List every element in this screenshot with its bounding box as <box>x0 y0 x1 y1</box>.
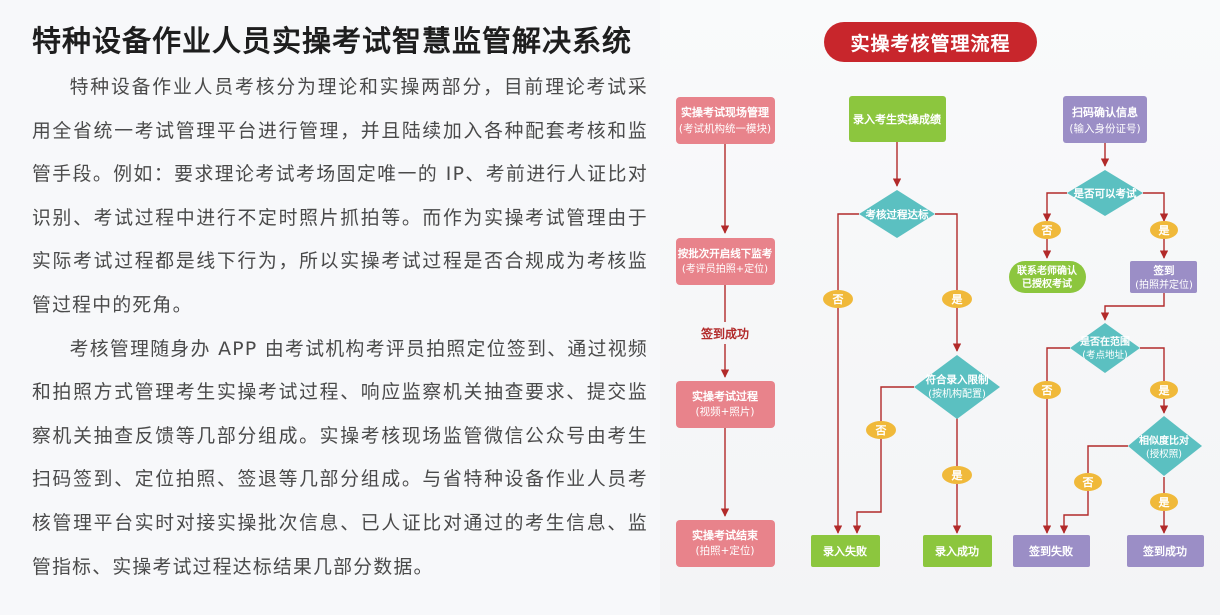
node-entry-success: 录入成功 <box>923 535 992 567</box>
svg-text:否: 否 <box>1041 384 1053 397</box>
paragraph-2: 考核管理随身办 APP 由考试机构考评员拍照定位签到、通过视频和拍照方式管理考生… <box>32 338 648 578</box>
label-yes-mid-2: 是 <box>942 466 972 484</box>
edge-mid-yes1 <box>935 213 958 290</box>
svg-text:是: 是 <box>1158 384 1171 397</box>
article-body: 特种设备作业人员考核分为理论和实操两部分，目前理论考试采用全省统一考试管理平台进… <box>32 66 648 589</box>
node-signin-success: 签到成功 <box>1127 535 1204 567</box>
decision-in-range: 是否在范围 (考点地址) <box>1070 323 1140 373</box>
edge-right-no3b <box>1059 490 1089 534</box>
svg-text:(考评员拍照+定位): (考评员拍照+定位) <box>682 262 768 275</box>
svg-text:是: 是 <box>1158 496 1171 509</box>
svg-text:按批次开启线下监考: 按批次开启线下监考 <box>678 247 773 260</box>
svg-text:符合录入限制: 符合录入限制 <box>926 373 989 386</box>
svg-text:(按机构配置): (按机构配置) <box>928 387 986 400</box>
decision-similarity: 相似度比对 (授权照) <box>1128 416 1202 476</box>
svg-text:联系老师确认: 联系老师确认 <box>1017 264 1078 277</box>
svg-text:(授权照): (授权照) <box>1146 448 1182 460</box>
label-no-right-3: 否 <box>1074 473 1102 491</box>
edge-mid-no1 <box>837 213 859 290</box>
node-contact-teacher: 联系老师确认 已授权考试 <box>1009 261 1086 293</box>
svg-text:否: 否 <box>875 424 887 437</box>
svg-text:是: 是 <box>1158 224 1171 237</box>
paragraph-1: 特种设备作业人员考核分为理论和实操两部分，目前理论考试采用全省统一考试管理平台进… <box>32 77 648 316</box>
node-enter-scores: 录入考生实操成绩 <box>849 96 946 142</box>
svg-text:(拍照+定位): (拍照+定位) <box>696 544 755 557</box>
svg-text:实操考试现场管理: 实操考试现场管理 <box>681 105 769 119</box>
svg-text:否: 否 <box>1041 224 1053 237</box>
node-scan-confirm: 扫码确认信息 (输入身份证号) <box>1063 96 1147 143</box>
flowchart-title: 实操考核管理流程 <box>824 22 1037 62</box>
svg-text:实操考试结束: 实操考试结束 <box>692 528 759 542</box>
svg-text:相似度比对: 相似度比对 <box>1139 434 1189 447</box>
node-exam-end: 实操考试结束 (拍照+定位) <box>676 520 775 567</box>
label-no-mid-1: 否 <box>823 290 853 308</box>
node-start-batch-proctor: 按批次开启线下监考 (考评员拍照+定位) <box>676 238 775 285</box>
label-yes-mid-1: 是 <box>942 290 972 308</box>
svg-text:签到成功: 签到成功 <box>1142 544 1187 558</box>
svg-text:录入考生实操成绩: 录入考生实操成绩 <box>853 112 941 126</box>
svg-text:(视频+照片): (视频+照片) <box>696 405 755 418</box>
node-onsite-management: 实操考试现场管理 (考试机构统一模块) <box>676 97 775 144</box>
svg-text:实操考试过程: 实操考试过程 <box>692 389 758 403</box>
label-no-mid-2: 否 <box>866 421 896 439</box>
svg-text:(输入身份证号): (输入身份证号) <box>1069 122 1140 135</box>
label-yes-right-2: 是 <box>1150 381 1178 399</box>
node-exam-process: 实操考试过程 (视频+照片) <box>676 381 775 428</box>
svg-text:(考点地址): (考点地址) <box>1082 349 1127 361</box>
edge-right-yes2 <box>1140 347 1165 381</box>
edge-right-no1 <box>1042 192 1067 222</box>
svg-text:(考试机构统一模块): (考试机构统一模块) <box>679 122 771 135</box>
flow-connectors <box>720 142 1169 534</box>
decision-can-take-exam: 是否可以考试 <box>1067 170 1143 216</box>
page-title: 特种设备作业人员实操考试智慧监管解决系统 <box>32 24 633 58</box>
svg-text:录入成功: 录入成功 <box>935 544 979 558</box>
svg-text:是否可以考试: 是否可以考试 <box>1073 187 1137 200</box>
edge-right-yes1 <box>1143 192 1169 222</box>
edge-mid-no2b <box>852 438 882 534</box>
svg-text:否: 否 <box>832 293 844 306</box>
svg-text:是: 是 <box>951 293 964 306</box>
svg-text:是否在范围: 是否在范围 <box>1079 335 1130 348</box>
decision-entry-limit: 符合录入限制 (按机构配置) <box>914 355 1000 419</box>
edge-right-no3 <box>1087 445 1128 473</box>
node-signin-failed: 签到失败 <box>1013 535 1090 567</box>
decision-process-qualified: 考核过程达标 <box>859 190 935 238</box>
svg-text:签到: 签到 <box>1153 264 1175 277</box>
node-entry-failed: 录入失败 <box>811 535 880 567</box>
svg-text:已授权考试: 已授权考试 <box>1022 277 1072 290</box>
svg-text:扫码确认信息: 扫码确认信息 <box>1072 105 1138 119</box>
edge-mid-no2 <box>880 386 914 422</box>
edge-label-signin-success: 签到成功 <box>700 326 749 341</box>
label-yes-right-1: 是 <box>1150 221 1178 239</box>
svg-text:签到失败: 签到失败 <box>1028 544 1073 558</box>
svg-text:是: 是 <box>951 469 964 482</box>
node-signin-photo: 签到 (拍照并定位) <box>1130 261 1197 293</box>
svg-text:否: 否 <box>1082 476 1094 489</box>
label-no-right-2: 否 <box>1033 381 1061 399</box>
label-no-right-1: 否 <box>1033 221 1061 239</box>
svg-text:签到成功: 签到成功 <box>700 326 749 341</box>
edge-right-no2 <box>1046 347 1070 381</box>
svg-text:录入失败: 录入失败 <box>823 544 867 558</box>
svg-text:(拍照并定位): (拍照并定位) <box>1135 278 1193 291</box>
edge-right-2 <box>1100 293 1165 321</box>
svg-text:考核过程达标: 考核过程达标 <box>866 208 929 221</box>
label-yes-right-3: 是 <box>1150 493 1178 511</box>
